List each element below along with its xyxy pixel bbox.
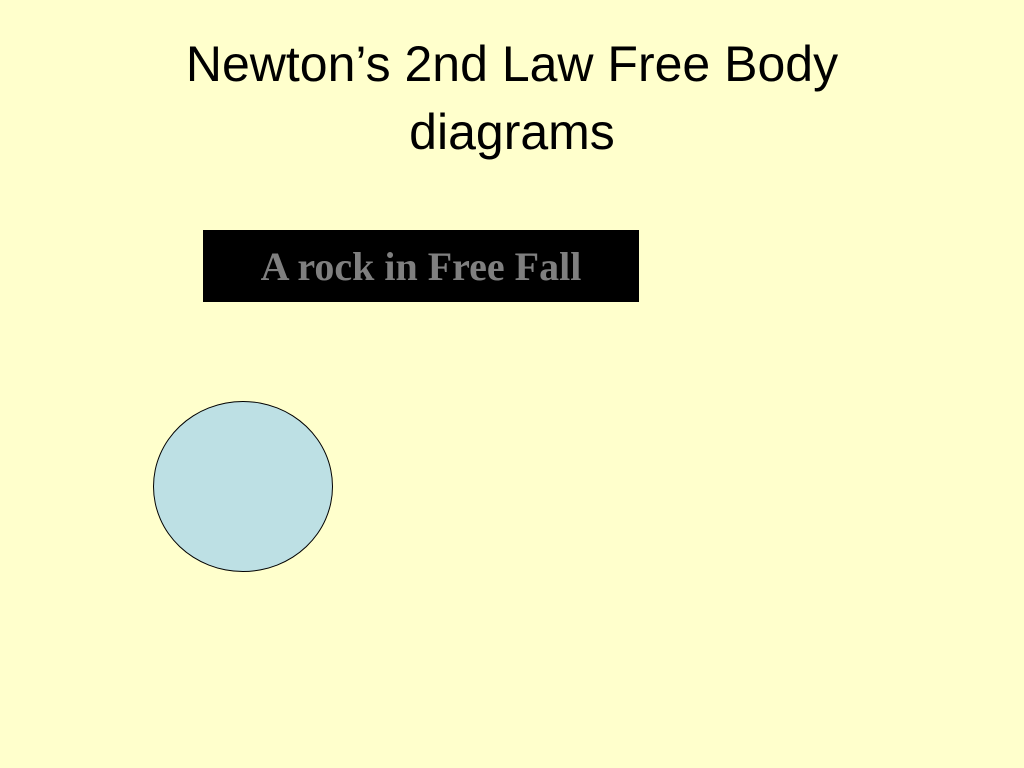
slide-title: Newton’s 2nd Law Free Body diagrams (0, 30, 1024, 166)
caption-text: A rock in Free Fall (260, 243, 582, 289)
slide-title-line-2: diagrams (409, 104, 615, 160)
slide-title-line-1: Newton’s 2nd Law Free Body (185, 36, 839, 92)
rock-circle (153, 401, 333, 572)
caption-box: A rock in Free Fall (203, 230, 639, 302)
